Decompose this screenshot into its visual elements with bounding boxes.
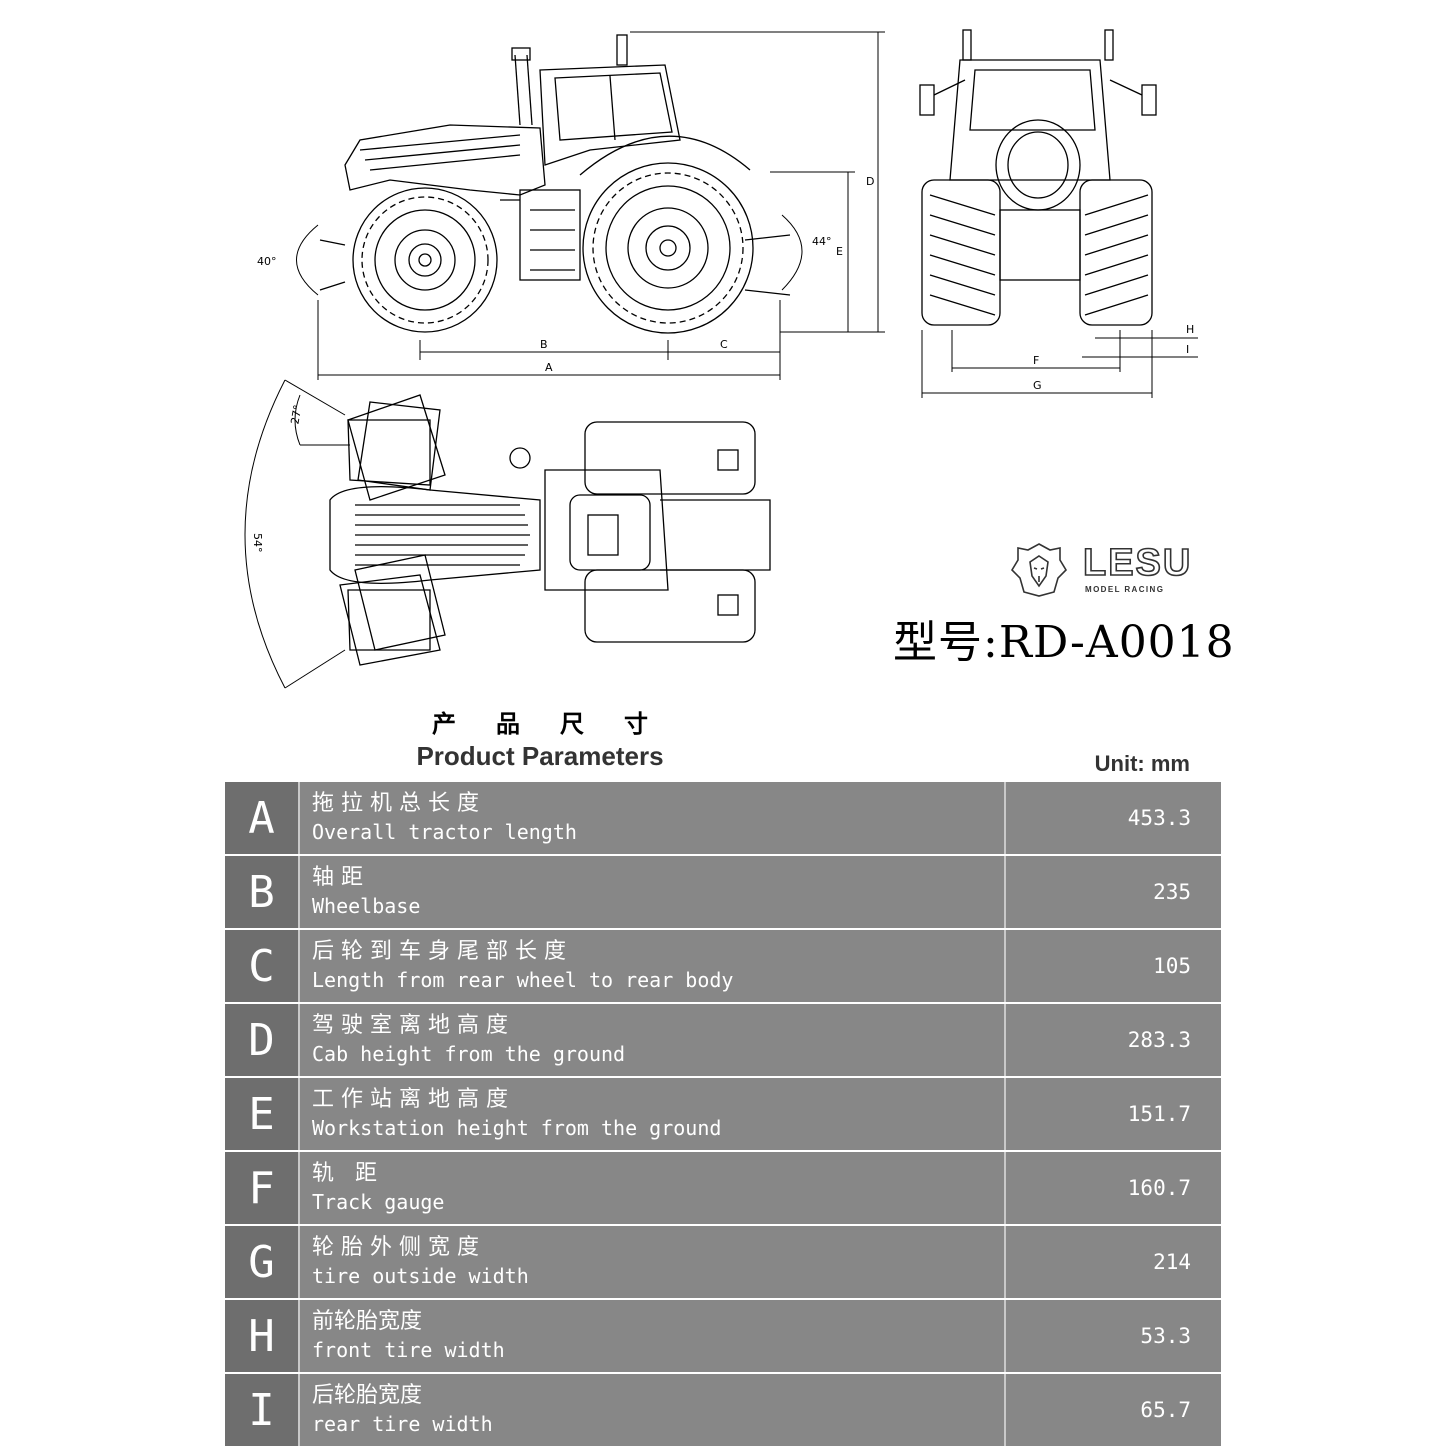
parameter-name-en: rear tire width [312,1412,493,1436]
parameter-letter: F [225,1152,300,1224]
parameter-row: G 轮 胎 外 侧 宽 度 tire outside width 214 [225,1226,1221,1300]
parameter-name-en: Track gauge [312,1190,445,1214]
hood-top [329,486,541,584]
dim-label-b: B [540,338,548,351]
parameter-row: D 驾 驶 室 离 地 高 度 Cab height from the grou… [225,1004,1221,1078]
dim-label-f: F [1033,354,1039,367]
parameter-row: F 轨 距 Track gauge 160.7 [225,1152,1221,1226]
parameter-description: 前轮胎宽度 front tire width [300,1300,1006,1372]
rear-angle-arc [781,214,803,291]
parameter-name-en: tire outside width [312,1264,529,1288]
cab-top [544,469,669,591]
cab-front [949,59,1111,181]
dim-label-g: G [1033,379,1042,392]
parameter-letter: E [225,1078,300,1150]
parameter-description: 轴 距 Wheelbase [300,856,1006,928]
parameter-name-cn: 后 轮 到 车 身 尾 部 长 度 [312,939,566,964]
parameter-name-cn: 工 作 站 离 地 高 度 [312,1087,508,1112]
parameter-description: 拖 拉 机 总 长 度 Overall tractor length [300,782,1006,854]
parameter-row: E 工 作 站 离 地 高 度 Workstation height from … [225,1078,1221,1152]
parameter-value: 53.3 [1140,1324,1191,1348]
brand-tagline: MODEL RACING [1085,585,1165,594]
parameter-name-en: Cab height from the ground [312,1042,626,1066]
dim-label-d: D [866,175,874,188]
parameter-name-cn: 拖 拉 机 总 长 度 [312,791,479,816]
angle-label-27: 27° [288,404,304,425]
parameter-name-en: Overall tractor length [312,820,577,844]
tractor-side-view-drawing: B C A D E 40° 44° [257,31,885,380]
parameter-letter: B [225,856,300,928]
rear-tire-top-left [584,421,756,495]
steering-arc [244,379,286,689]
parameter-letter: H [225,1300,300,1372]
parameter-description: 工 作 站 离 地 高 度 Workstation height from th… [300,1078,1006,1150]
parameter-value: 65.7 [1140,1398,1191,1422]
cab-outline [539,64,681,166]
parameter-letter: D [225,1004,300,1076]
dim-label-a: A [545,361,553,374]
title-english: Product Parameters [416,741,664,771]
dim-label-i: I [1186,343,1189,356]
model-number: 型号:RD-A0018 [893,617,1235,668]
parameter-description: 轮 胎 外 侧 宽 度 tire outside width [300,1226,1006,1298]
parameter-name-cn: 前轮胎宽度 [312,1309,423,1334]
parameter-letter: I [225,1374,300,1446]
parameter-name-cn: 轨 距 [312,1161,377,1186]
dim-label-e: E [836,245,843,258]
parameter-letter: A [225,782,300,854]
parameter-value: 151.7 [1127,1102,1191,1126]
front-tires-steered [339,394,446,666]
tractor-top-view-drawing: 27° 54° [244,379,771,689]
rear-tire-top-right [584,569,756,643]
parameter-description: 驾 驶 室 离 地 高 度 Cab height from the ground [300,1004,1006,1076]
dim-label-c: C [720,338,728,351]
front-angle-arc [296,224,319,296]
dim-label-h: H [1186,323,1194,336]
parameter-row: A 拖 拉 机 总 长 度 Overall tractor length 453… [225,782,1221,856]
parameter-row: I 后轮胎宽度 rear tire width 65.7 [225,1374,1221,1448]
parameter-name-en: Wheelbase [312,894,421,918]
parameter-value: 214 [1153,1250,1191,1274]
angle-label-rear: 44° [812,235,832,248]
title-chinese: 产品尺寸 [432,710,688,738]
parameter-value: 160.7 [1127,1176,1191,1200]
parameter-name-cn: 后轮胎宽度 [312,1383,423,1408]
angle-label-front: 40° [257,255,277,268]
parameter-row: B 轴 距 Wheelbase 235 [225,856,1221,930]
parameter-name-en: Workstation height from the ground [312,1116,722,1140]
parameters-table: A 拖 拉 机 总 长 度 Overall tractor length 453… [225,780,1221,1448]
angle-label-54: 54° [251,533,264,553]
rear-wheel [582,162,754,334]
parameter-description: 轨 距 Track gauge [300,1152,1006,1224]
parameter-description: 后 轮 到 车 身 尾 部 长 度 Length from rear wheel… [300,930,1006,1002]
parameter-letter: G [225,1226,300,1298]
parameter-row: C 后 轮 到 车 身 尾 部 长 度 Length from rear whe… [225,930,1221,1004]
parameter-value: 235 [1153,880,1191,904]
parameter-row: H 前轮胎宽度 front tire width 53.3 [225,1300,1221,1374]
parameter-name-en: Length from rear wheel to rear body [312,968,734,992]
parameter-letter: C [225,930,300,1002]
tractor-front-view-drawing: F G H I [919,29,1198,398]
unit-label: Unit: mm [1094,751,1190,776]
parameter-value: 453.3 [1127,806,1191,830]
parameter-name-cn: 驾 驶 室 离 地 高 度 [312,1013,508,1038]
front-wheel [352,187,498,333]
parameter-name-en: front tire width [312,1338,505,1362]
lion-logo-icon [1010,543,1068,597]
parameter-name-cn: 轴 距 [312,865,363,890]
parameter-value: 105 [1153,954,1191,978]
parameter-value: 283.3 [1127,1028,1191,1052]
brand-logo-text: LESU [1082,542,1193,584]
parameter-name-cn: 轮 胎 外 侧 宽 度 [312,1235,479,1260]
parameter-description: 后轮胎宽度 rear tire width [300,1374,1006,1446]
